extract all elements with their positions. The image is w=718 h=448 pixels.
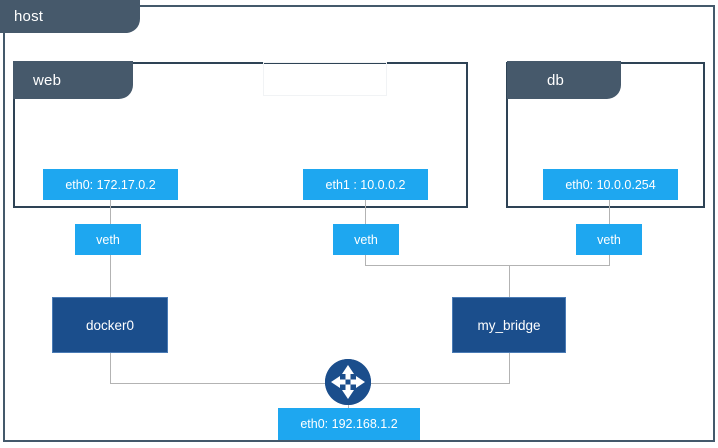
bridge-my-bridge[interactable]: my_bridge: [452, 297, 566, 353]
link-db-eth0-to-veth3: [609, 200, 610, 226]
container-web-tab[interactable]: web: [13, 61, 133, 99]
iface-web-eth0-label: eth0: 172.17.0.2: [65, 177, 156, 192]
bridge-docker0[interactable]: docker0: [52, 297, 168, 353]
iface-web-eth1-label: eth1 : 10.0.0.2: [325, 177, 406, 192]
link-web-eth0-to-veth1: [110, 200, 111, 226]
iface-host-eth0-label: eth0: 192.168.1.2: [300, 417, 398, 431]
veth-box-1-label: veth: [96, 232, 120, 247]
link-web-eth1-to-veth2: [365, 200, 366, 226]
link-veth2-drop: [365, 255, 366, 266]
iface-db-eth0[interactable]: eth0: 10.0.0.254: [543, 169, 678, 200]
router-arrows-icon[interactable]: [324, 358, 372, 406]
link-merge-to-my-bridge: [509, 265, 510, 299]
bridge-my-bridge-label: my_bridge: [477, 317, 541, 333]
link-veth-merge-bus: [365, 265, 610, 266]
iface-web-eth0[interactable]: eth0: 172.17.0.2: [43, 169, 178, 200]
iface-db-eth0-label: eth0: 10.0.0.254: [565, 177, 656, 192]
container-web-label: web: [33, 71, 62, 89]
iface-host-eth0[interactable]: eth0: 192.168.1.2: [278, 408, 420, 440]
veth-box-3-label: veth: [597, 232, 621, 247]
container-db-tab[interactable]: db: [507, 61, 621, 99]
link-veth1-to-docker0: [110, 255, 111, 299]
link-docker0-to-bottom-bus: [110, 353, 111, 384]
ghost-placeholder-rect: [263, 62, 387, 96]
host-tab[interactable]: host: [0, 0, 140, 33]
veth-box-1[interactable]: veth: [75, 224, 141, 255]
bottom-bus-line: [110, 383, 510, 384]
veth-box-2-label: veth: [354, 232, 378, 247]
container-db-label: db: [547, 71, 565, 89]
iface-web-eth1[interactable]: eth1 : 10.0.0.2: [303, 169, 428, 200]
bridge-docker0-label: docker0: [85, 317, 135, 333]
link-veth3-drop: [609, 255, 610, 266]
host-tab-label: host: [14, 8, 44, 25]
veth-box-3[interactable]: veth: [576, 224, 642, 255]
veth-box-2[interactable]: veth: [333, 224, 399, 255]
link-my-bridge-to-bottom-bus: [509, 353, 510, 384]
